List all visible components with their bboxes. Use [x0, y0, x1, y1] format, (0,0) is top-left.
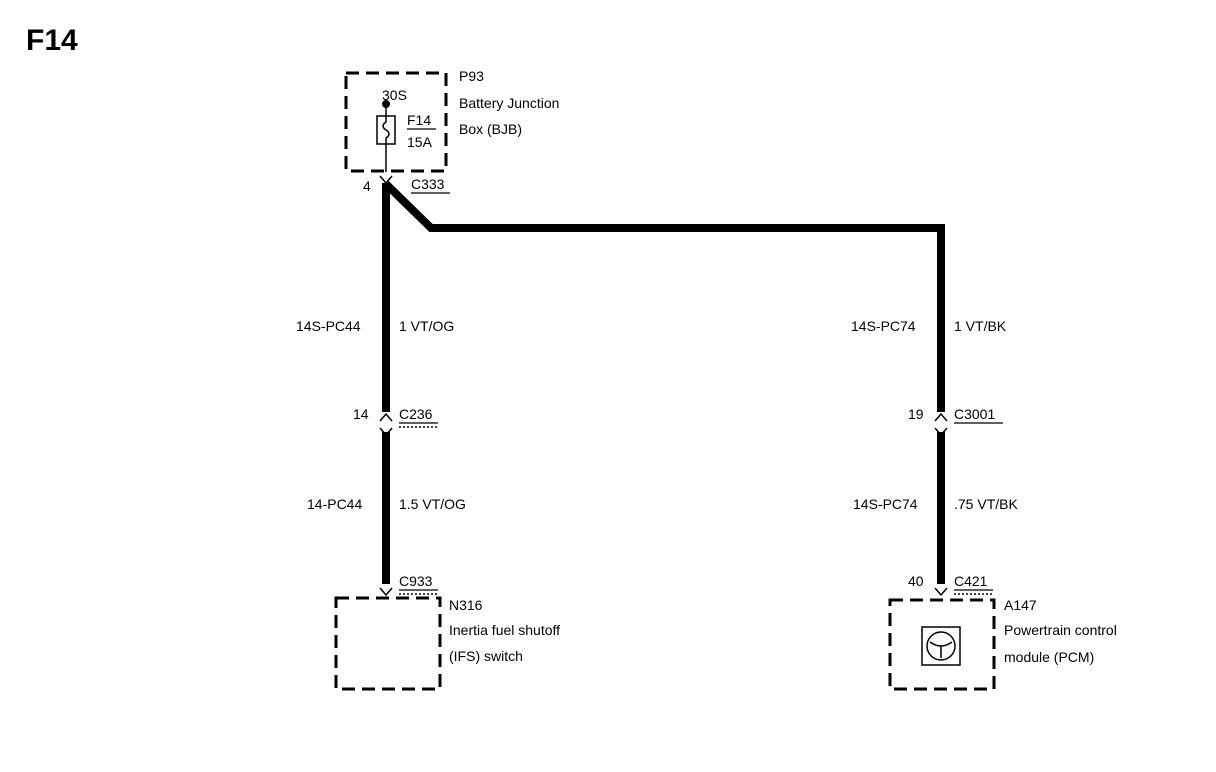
pcm-outline [888, 598, 996, 691]
bjb-terminal-label: 30S [382, 87, 407, 103]
battery-junction-box: 30S F14 15A P93 Battery Junction Box (BJ… [344, 68, 559, 173]
connector-c933: C933 [379, 573, 438, 597]
connector-c3001: 19 C3001 [908, 406, 1003, 437]
bjb-name-line2: Box (BJB) [459, 121, 522, 137]
connector-c333: 4 C333 [363, 175, 450, 194]
wire-left-upper-spec: 1 VT/OG [399, 318, 454, 334]
bjb-id-label: P93 [459, 68, 484, 84]
wire-right-lower-spec: .75 VT/BK [954, 496, 1018, 512]
fuse-element-icon [382, 116, 390, 144]
fuse-id-label: F14 [407, 112, 431, 128]
c236-name-label: C236 [399, 406, 433, 422]
c236-pin-label: 14 [353, 406, 369, 422]
ifs-switch: N316 Inertia fuel shutoff (IFS) switch [334, 596, 560, 691]
c933-name-label: C933 [399, 573, 433, 589]
pcm-id-label: A147 [1004, 597, 1037, 613]
c3001-connector-icon [934, 412, 948, 422]
pcm-module: A147 Powertrain control module (PCM) [888, 597, 1117, 691]
pcm-symbol-frame [921, 626, 961, 666]
c421-name-label: C421 [954, 573, 988, 589]
c3001-pin-label: 19 [908, 406, 924, 422]
pcm-name-line1: Powertrain control [1004, 622, 1117, 638]
c236-mating-icon [379, 427, 393, 437]
pcm-name-line2: module (PCM) [1004, 649, 1094, 665]
connector-c421: 40 C421 [908, 573, 993, 597]
c3001-mating-icon [934, 427, 948, 437]
wire-left-upper-circuit: 14S-PC44 [296, 318, 361, 334]
c333-pin-label: 4 [363, 178, 371, 194]
pcm-module-icon [926, 631, 956, 661]
ifs-name-line1: Inertia fuel shutoff [449, 622, 560, 638]
wire-right-upper [383, 181, 945, 412]
wire-right-upper-spec: 1 VT/BK [954, 318, 1007, 334]
pcm-module-icon-inner [929, 641, 953, 658]
ifs-switch-outline [334, 596, 442, 691]
ifs-name-line2: (IFS) switch [449, 648, 523, 664]
bjb-outline [344, 71, 448, 173]
c933-connector-icon [379, 587, 393, 597]
wire-left-lower-spec: 1.5 VT/OG [399, 496, 466, 512]
bjb-name-line1: Battery Junction [459, 95, 559, 111]
c333-connector-icon [379, 175, 393, 185]
c421-connector-icon [934, 587, 948, 597]
page-title: F14 [26, 24, 78, 57]
c3001-name-label: C3001 [954, 406, 995, 422]
c236-connector-icon [379, 412, 393, 422]
wire-right-upper-circuit: 14S-PC74 [851, 318, 916, 334]
wire-right-lower-circuit: 14S-PC74 [853, 496, 918, 512]
connector-c236: 14 C236 [353, 406, 438, 437]
fuse-rating-label: 15A [407, 134, 433, 150]
wire-left-lower-circuit: 14-PC44 [307, 496, 362, 512]
c421-pin-label: 40 [908, 573, 924, 589]
c333-name-label: C333 [411, 176, 445, 192]
ifs-id-label: N316 [449, 597, 483, 613]
